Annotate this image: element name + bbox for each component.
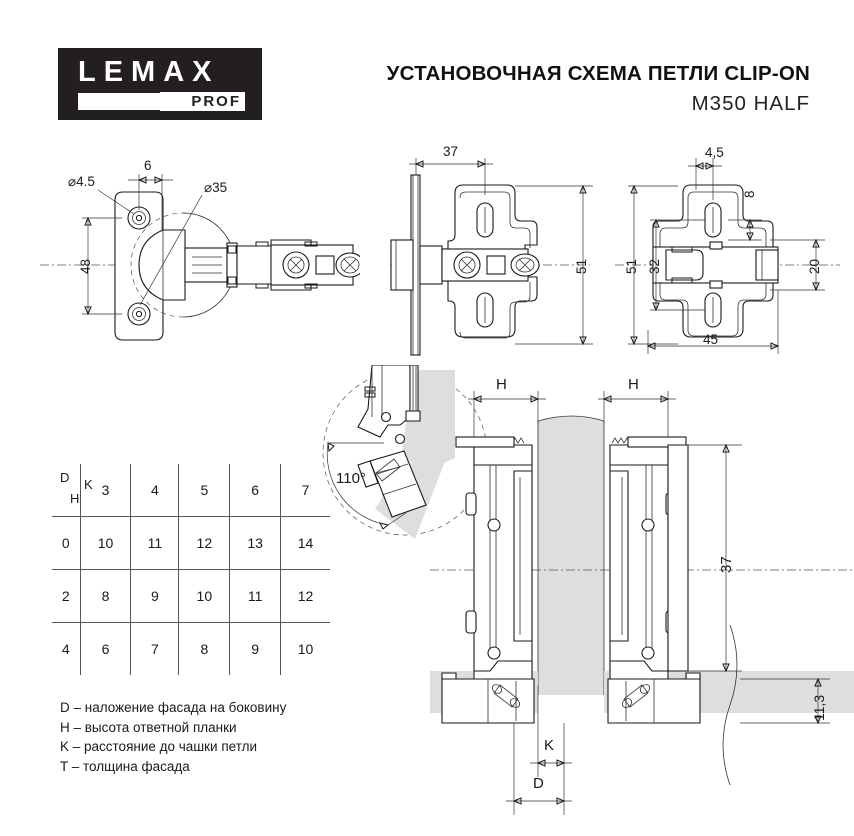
mounting-plate-view: 4,5 8 51 32 20 45 <box>610 145 845 365</box>
table-cell: 10 <box>178 569 230 623</box>
table-column-header: 7 <box>280 464 330 517</box>
logo-prof-label: PROF <box>160 92 245 111</box>
table-cell: 9 <box>130 569 179 623</box>
dim-hole-diameter: ⌀4.5 <box>68 174 95 189</box>
legend-block: D – наложение фасада на боковину H – выс… <box>60 698 286 776</box>
hinge-side-view: ⌀4.5 6 ⌀35 48 <box>20 150 360 360</box>
table-cell: 8 <box>178 622 230 675</box>
table-column-header: 3 <box>79 464 131 517</box>
table-cell: 10 <box>280 622 330 675</box>
legend-item-h: H – высота ответной планки <box>60 719 237 735</box>
opening-angle-detail: 110° <box>310 365 520 550</box>
table-cell: 14 <box>280 516 330 570</box>
page-subtitle: M350 HALF <box>691 92 810 115</box>
dim-d: D <box>533 775 544 792</box>
table-row-header: 0 <box>52 516 81 570</box>
dim-overlay-113: 11,3 <box>811 694 827 721</box>
table-column-header: 6 <box>229 464 281 517</box>
dim-slot-height: 8 <box>742 190 757 198</box>
dim-arm-depth: 37 <box>443 144 459 159</box>
table-cell: 8 <box>79 569 131 623</box>
table-cell: 12 <box>178 516 230 570</box>
dim-plate-width-45: 45 <box>703 332 719 347</box>
dim-h-right: H <box>628 376 639 393</box>
table-cell: 13 <box>229 516 281 570</box>
dim-slot-offset: 4,5 <box>705 145 724 160</box>
table-cell: 11 <box>229 569 281 623</box>
dim-arm-height-20: 20 <box>807 258 822 274</box>
table-cell: 12 <box>280 569 330 623</box>
table-row-header: 4 <box>61 641 70 657</box>
logo-wordmark: LEMAX <box>78 56 220 88</box>
corner-label-k: K <box>84 477 93 492</box>
dim-opening-angle: 110° <box>336 470 366 487</box>
dim-plate-height: 48 <box>78 258 93 274</box>
dim-hole-spacing-32: 32 <box>647 258 662 274</box>
dim-edge-distance: 6 <box>144 158 152 173</box>
legend-item-t: T – толщина фасада <box>60 758 190 774</box>
dim-h-left: H <box>496 376 507 393</box>
dim-depth-37: 37 <box>718 556 735 573</box>
corner-label-d: D <box>60 470 70 485</box>
table-column-header: 4 <box>130 464 179 517</box>
hinge-front-view: 37 51 <box>385 144 605 360</box>
dim-plate-total-height: 51 <box>574 258 589 274</box>
legend-item-d: D – наложение фасада на боковину <box>60 700 287 715</box>
dim-k: K <box>544 737 555 754</box>
table-cell: 10 <box>79 516 131 570</box>
dim-plate-height-51: 51 <box>624 258 639 274</box>
page-header: LEMAX PROF УСТАНОВОЧНАЯ СХЕМА ПЕТЛИ CLIP… <box>0 0 854 140</box>
page-title: УСТАНОВОЧНАЯ СХЕМА ПЕТЛИ CLIP-ON <box>386 62 810 85</box>
lemax-prof-logo: LEMAX PROF <box>58 48 262 120</box>
table-cell: 7 <box>130 622 179 675</box>
table-row-header: 2 <box>52 569 81 623</box>
table-cell: 6 <box>79 622 131 675</box>
table-cell: 9 <box>229 622 281 675</box>
legend-item-k: K – расстояние до чашки петли <box>60 739 258 754</box>
corner-label-h: H <box>70 491 80 506</box>
table-column-header: 5 <box>178 464 230 517</box>
table-cell: 11 <box>130 516 179 570</box>
assembly-section-view: H H 37 11,3 K D <box>430 376 854 830</box>
dim-cup-diameter: ⌀35 <box>204 180 228 195</box>
